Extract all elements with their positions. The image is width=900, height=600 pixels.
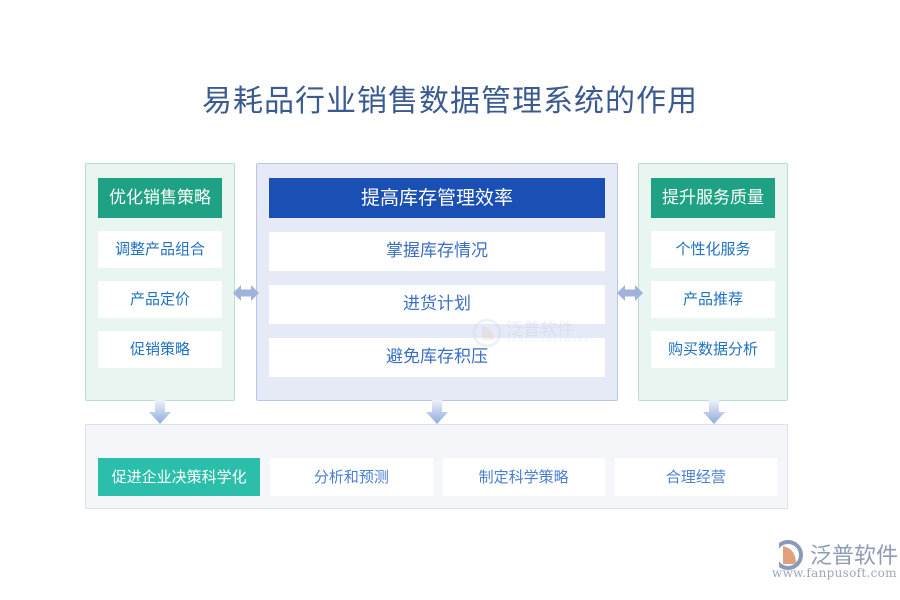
column-header-improve-service-quality: 提升服务质量	[651, 178, 775, 218]
column-item[interactable]: 购买数据分析	[651, 331, 775, 368]
column-item[interactable]: 个性化服务	[651, 231, 775, 268]
column-item[interactable]: 产品推荐	[651, 281, 775, 318]
column-header-optimize-sales-strategy: 优化销售策略	[98, 178, 222, 218]
arrow-down-icon	[703, 400, 725, 424]
brand-name: 泛普软件	[810, 544, 899, 569]
double-arrow-horizontal-icon	[233, 281, 259, 305]
column-item[interactable]: 掌握库存情况	[269, 232, 605, 271]
column-item[interactable]: 避免库存积压	[269, 338, 605, 377]
column-item[interactable]: 产品定价	[98, 281, 222, 318]
brand-logo: 泛普软件 www.fanpusoft.com	[770, 540, 898, 584]
outcome-card[interactable]: 合理经营	[614, 458, 777, 496]
column-item[interactable]: 促销策略	[98, 331, 222, 368]
brand-url: www.fanpusoft.com	[772, 566, 897, 580]
column-improve-inventory-efficiency: 提高库存管理效率 掌握库存情况 进货计划 避免库存积压	[256, 163, 618, 401]
arrow-down-icon	[426, 400, 448, 424]
double-arrow-horizontal-icon	[617, 281, 643, 305]
outcomes-panel: 促进企业决策科学化 分析和预测 制定科学策略 合理经营	[85, 424, 788, 509]
column-item[interactable]: 调整产品组合	[98, 231, 222, 268]
column-item[interactable]: 进货计划	[269, 285, 605, 324]
outcome-card[interactable]: 制定科学策略	[442, 458, 605, 496]
column-improve-service-quality: 提升服务质量 个性化服务 产品推荐 购买数据分析	[638, 163, 788, 401]
arrow-down-icon	[149, 400, 171, 424]
page-title: 易耗品行业销售数据管理系统的作用	[202, 84, 698, 119]
column-header-improve-inventory-efficiency: 提高库存管理效率	[269, 178, 605, 218]
outcomes-row: 促进企业决策科学化 分析和预测 制定科学策略 合理经营	[98, 458, 777, 496]
outcome-card[interactable]: 分析和预测	[270, 458, 433, 496]
column-optimize-sales-strategy: 优化销售策略 调整产品组合 产品定价 促销策略	[85, 163, 235, 401]
outcome-card[interactable]: 促进企业决策科学化	[98, 458, 261, 496]
